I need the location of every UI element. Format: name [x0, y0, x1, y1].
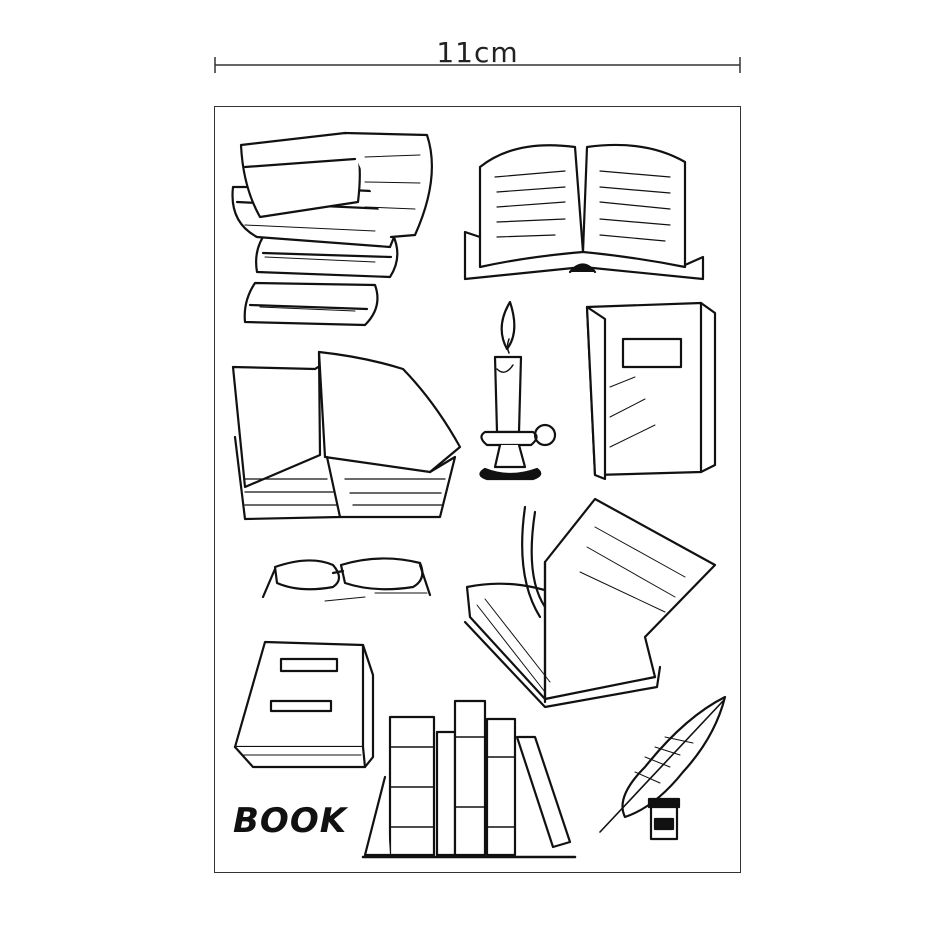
open-book-icon [463, 143, 705, 281]
dimension-label: 11cm [436, 36, 519, 69]
reading-glasses-icon [261, 557, 432, 602]
book-stamp-text: BOOK [233, 801, 348, 841]
candle-icon [479, 300, 557, 481]
closed-book-label-icon [233, 640, 375, 769]
closed-book-icon [585, 301, 717, 481]
stacked-books-icon [231, 131, 433, 327]
stamp-sheet: BOOK [214, 106, 741, 873]
open-book-pages-icon [231, 350, 462, 521]
standing-books-icon [361, 699, 577, 859]
dimension-indicator: 11cm [214, 36, 741, 76]
quill-icon [599, 695, 727, 833]
ink-bottle-icon [647, 797, 681, 841]
flipping-book-icon [463, 497, 717, 709]
dimension-line [214, 57, 741, 73]
